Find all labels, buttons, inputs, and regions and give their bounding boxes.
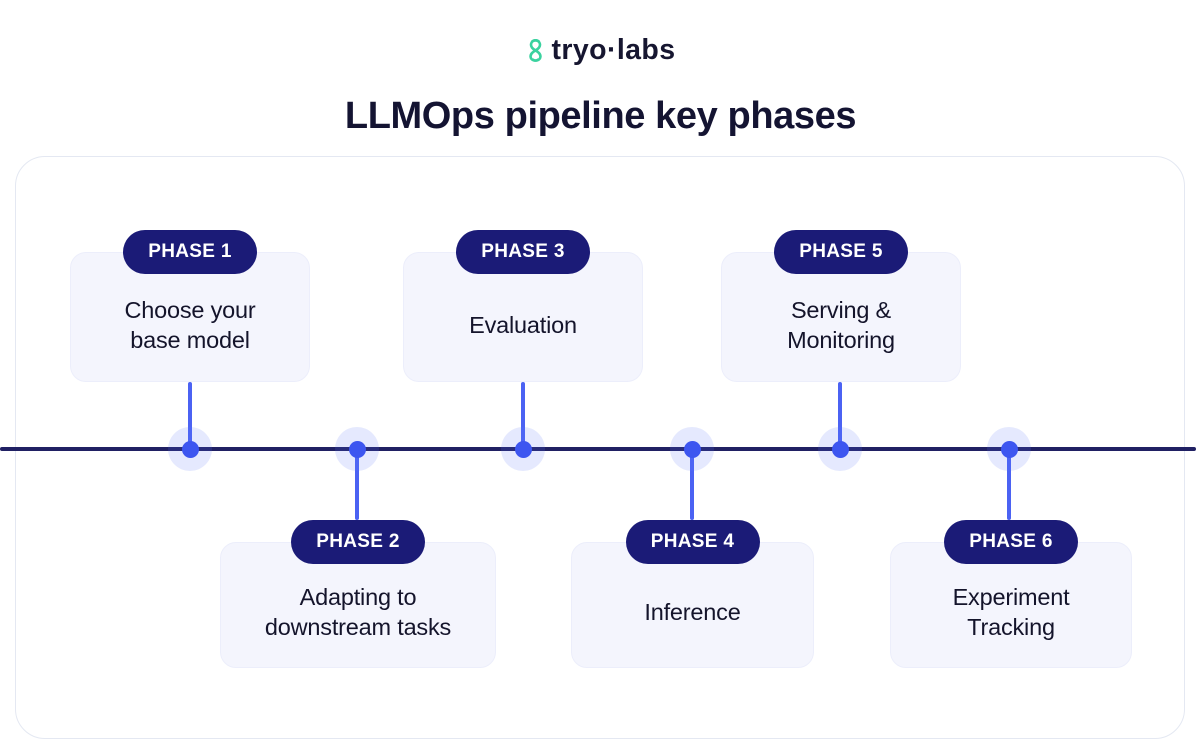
phase-connector-4 (690, 449, 694, 520)
timeline-node-core-1 (181, 440, 199, 458)
timeline-node-3[interactable] (501, 427, 545, 471)
phase-card-label-1: Choose your base model (124, 296, 256, 353)
brand-logo: tryo·labs (0, 33, 1201, 67)
phase-card-label-3: Evaluation (469, 311, 577, 338)
phase-connector-1 (188, 382, 192, 449)
page-title: LLMOps pipeline key phases (344, 95, 857, 137)
brand-word-first: tryo (551, 33, 607, 66)
phase-card-label-4: Inference (644, 598, 741, 625)
timeline-node-4[interactable] (670, 427, 714, 471)
phase-connector-2 (355, 449, 359, 520)
phase-badge-1[interactable]: PHASE 1 (123, 230, 257, 274)
brand-word-separator: · (606, 33, 617, 66)
tryolabs-link-icon (528, 38, 542, 62)
phase-card-label-2: Adapting to downstream tasks (264, 583, 452, 640)
phase-card-1[interactable]: Choose your base model (70, 252, 310, 382)
phase-card-4[interactable]: Inference (571, 542, 814, 668)
phase-badge-5[interactable]: PHASE 5 (774, 230, 908, 274)
phase-connector-3 (521, 382, 525, 449)
timeline-node-6[interactable] (987, 427, 1031, 471)
timeline-node-core-5 (831, 440, 849, 458)
phase-badge-3[interactable]: PHASE 3 (456, 230, 590, 274)
timeline-node-core-3 (514, 440, 532, 458)
phase-badge-2[interactable]: PHASE 2 (291, 520, 425, 564)
phase-badge-4[interactable]: PHASE 4 (625, 520, 760, 564)
phase-badge-6[interactable]: PHASE 6 (944, 520, 1078, 564)
timeline-node-2[interactable] (335, 427, 379, 471)
timeline-node-5[interactable] (818, 427, 862, 471)
timeline-node-core-6 (1000, 440, 1018, 458)
phase-card-label-6: Experiment Tracking (952, 583, 1070, 640)
phase-connector-6 (1007, 449, 1011, 520)
timeline-node-core-2 (348, 440, 366, 458)
timeline-axis (0, 447, 1196, 451)
brand-wordmark: tryo·labs (552, 36, 676, 65)
timeline-node-core-4 (683, 440, 701, 458)
brand-word-second: labs (616, 33, 676, 66)
phase-connector-5 (838, 382, 842, 449)
timeline-node-1[interactable] (168, 427, 212, 471)
phase-card-label-5: Serving & Monitoring (787, 296, 895, 353)
